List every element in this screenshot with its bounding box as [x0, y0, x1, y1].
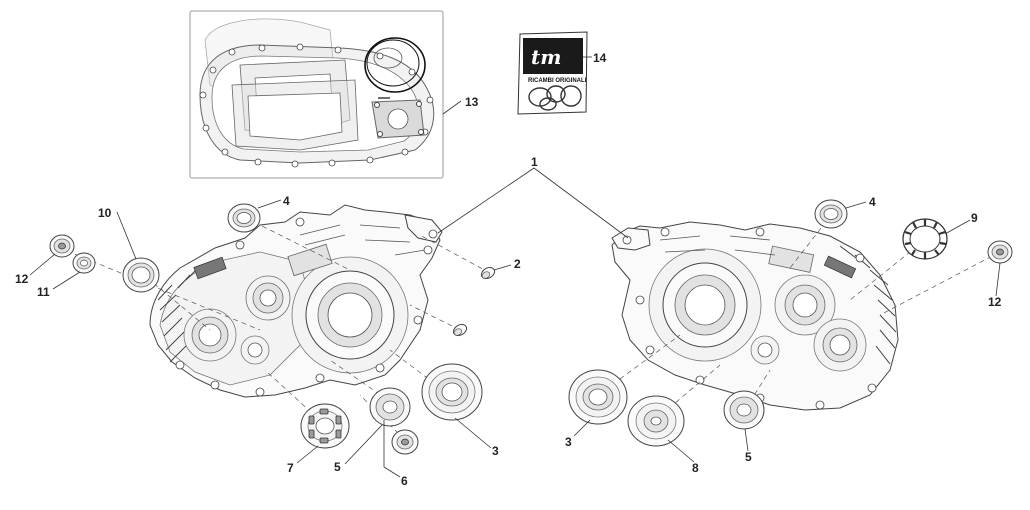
pack-subtitle-text: RICAMBI ORIGINALI [528, 78, 587, 84]
seal-kit-pack: tm RICAMBI ORIGINALI [517, 31, 588, 115]
callout-14: 14 [593, 51, 607, 65]
callout-12-left: 12 [15, 272, 29, 286]
callout-3-left: 3 [492, 444, 499, 458]
bearing-3-right [568, 369, 628, 425]
callout-8: 8 [692, 461, 699, 475]
callout-1: 1 [531, 155, 538, 169]
callout-13: 13 [465, 95, 479, 109]
bearing-12-left [49, 234, 75, 258]
bearing-3-left [421, 363, 483, 421]
left-crankcase-half [149, 204, 443, 398]
dowel-2 [480, 266, 496, 280]
bearing-8 [627, 395, 685, 447]
seal-11 [72, 252, 96, 274]
bearing-5-left [369, 387, 411, 427]
callout-labels: 1 2 3 3 4 4 5 5 6 7 8 9 10 11 12 12 13 1… [15, 51, 1002, 488]
seal-10 [122, 257, 160, 293]
callout-10: 10 [98, 206, 112, 220]
pack-brand-text: tm [531, 45, 561, 69]
callout-2: 2 [514, 257, 521, 271]
callout-3-right: 3 [565, 435, 572, 449]
callout-11: 11 [37, 285, 50, 299]
right-crankcase-half [611, 221, 899, 411]
callout-4-right: 4 [869, 195, 876, 209]
callout-7: 7 [287, 461, 294, 475]
bearing-6 [391, 429, 419, 455]
gasket-kit-inset [189, 10, 444, 179]
callout-5-right: 5 [745, 450, 752, 464]
callout-5-left: 5 [334, 460, 341, 474]
seal-4-right [814, 199, 848, 229]
loose-parts [49, 199, 1013, 455]
callout-4-left: 4 [283, 194, 290, 208]
leader-lines [29, 56, 1001, 478]
roller-bearing-7 [300, 403, 350, 449]
dowel-2b [452, 323, 468, 337]
needle-cage-9 [902, 218, 948, 260]
bearing-5-right [723, 390, 765, 430]
callout-6: 6 [401, 474, 408, 488]
callout-9: 9 [971, 211, 978, 225]
seal-4-left [227, 203, 261, 233]
callout-12-right: 12 [988, 295, 1002, 309]
bearing-12-right [987, 240, 1013, 264]
